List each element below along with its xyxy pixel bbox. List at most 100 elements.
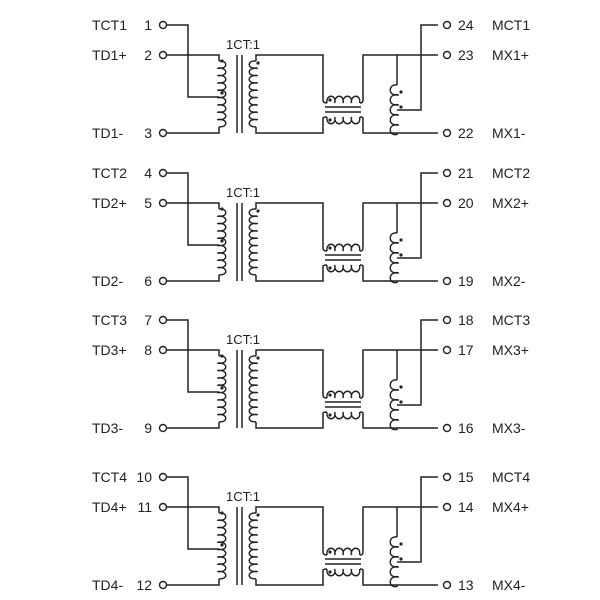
polarity-dot (328, 98, 332, 102)
polarity-dot (220, 239, 224, 243)
termination-winding (389, 536, 400, 588)
wire (359, 202, 438, 252)
secondary-winding (248, 208, 259, 276)
polarity-dot (220, 386, 224, 390)
wire (322, 264, 328, 267)
pin-number: 4 (144, 165, 152, 181)
pin-label: TD2- (92, 273, 123, 289)
pin-label: TD3- (92, 420, 123, 436)
polarity-dot (399, 253, 403, 257)
pin-terminal (158, 128, 168, 138)
pin-number: 7 (144, 312, 152, 328)
pin-terminal (158, 168, 168, 178)
choke-winding-bottom (326, 116, 361, 125)
wire (359, 54, 438, 104)
pin-number: 24 (458, 17, 474, 33)
pin-label: TD3+ (92, 342, 127, 358)
wire (397, 319, 438, 406)
pin-label: TD4- (92, 577, 123, 593)
pin-number: 6 (144, 273, 152, 289)
termination-winding (389, 232, 400, 284)
wire (167, 506, 220, 513)
wire (255, 202, 324, 248)
secondary-winding (248, 355, 259, 423)
pin-number: 10 (136, 469, 152, 485)
pin-number: 1 (144, 17, 152, 33)
wire (167, 202, 220, 209)
wire (397, 172, 438, 259)
pin-number: 16 (458, 420, 474, 436)
turns-ratio-label: 1CT:1 (226, 332, 260, 347)
primary-winding (216, 208, 227, 276)
pin-label: TD1- (92, 125, 123, 141)
polarity-dot (220, 91, 224, 95)
pin-number: 22 (458, 125, 474, 141)
choke-winding-top (326, 243, 361, 252)
pin-terminal (442, 472, 452, 482)
pin-terminal (158, 50, 168, 60)
pin-terminal (442, 198, 452, 208)
pin-label: TCT3 (92, 312, 127, 328)
polarity-dot (399, 90, 403, 94)
termination-winding (389, 379, 400, 431)
pin-terminal (158, 20, 168, 30)
channel-4: TCT4TD4+TD4-1011121CT:1151413MCT4MX4+MX4… (92, 469, 530, 593)
pin-label: MX4+ (492, 499, 529, 515)
wire (167, 349, 220, 356)
choke-winding-top (326, 95, 361, 104)
pin-terminal (442, 20, 452, 30)
polarity-dot (328, 550, 332, 554)
pin-label: MX4- (492, 577, 526, 593)
polarity-dot (256, 209, 260, 213)
pin-terminal (158, 276, 168, 286)
pin-label: TCT1 (92, 17, 127, 33)
wire (255, 266, 324, 282)
pin-label: MX1- (492, 125, 526, 141)
wire (167, 275, 220, 282)
pin-label: MX3- (492, 420, 526, 436)
pin-number: 3 (144, 125, 152, 141)
pin-label: MX2- (492, 273, 526, 289)
wire (359, 568, 438, 586)
pin-label: MX3+ (492, 342, 529, 358)
polarity-dot (328, 118, 332, 122)
pin-number: 11 (137, 499, 152, 515)
wire (322, 568, 328, 571)
polarity-dot (328, 570, 332, 574)
wire (167, 127, 220, 134)
polarity-dot (328, 413, 332, 417)
primary-winding (216, 60, 227, 128)
pin-label: MCT3 (492, 312, 530, 328)
polarity-dot (399, 557, 403, 561)
pin-terminal (442, 50, 452, 60)
pin-number: 20 (458, 195, 474, 211)
wire (322, 394, 328, 399)
pin-terminal (158, 423, 168, 433)
pin-terminal (158, 580, 168, 590)
pin-number: 14 (458, 499, 474, 515)
pin-number: 17 (458, 342, 474, 358)
primary-winding (216, 355, 227, 423)
wire (167, 422, 220, 429)
wire (167, 54, 220, 61)
wire (167, 172, 219, 246)
wire (359, 506, 438, 556)
polarity-dot (256, 61, 260, 65)
polarity-dot (220, 511, 224, 515)
wire (255, 413, 324, 429)
pin-number: 23 (458, 47, 474, 63)
pin-number: 19 (458, 273, 474, 289)
pin-number: 18 (458, 312, 474, 328)
wire (167, 579, 220, 586)
pin-terminal (442, 423, 452, 433)
pin-number: 8 (144, 342, 152, 358)
choke-winding-bottom (326, 264, 361, 273)
pin-terminal (158, 345, 168, 355)
pin-number: 12 (136, 577, 152, 593)
pin-terminal (158, 502, 168, 512)
polarity-dot (399, 542, 403, 546)
pin-label: TD4+ (92, 499, 127, 515)
wire (322, 551, 328, 556)
